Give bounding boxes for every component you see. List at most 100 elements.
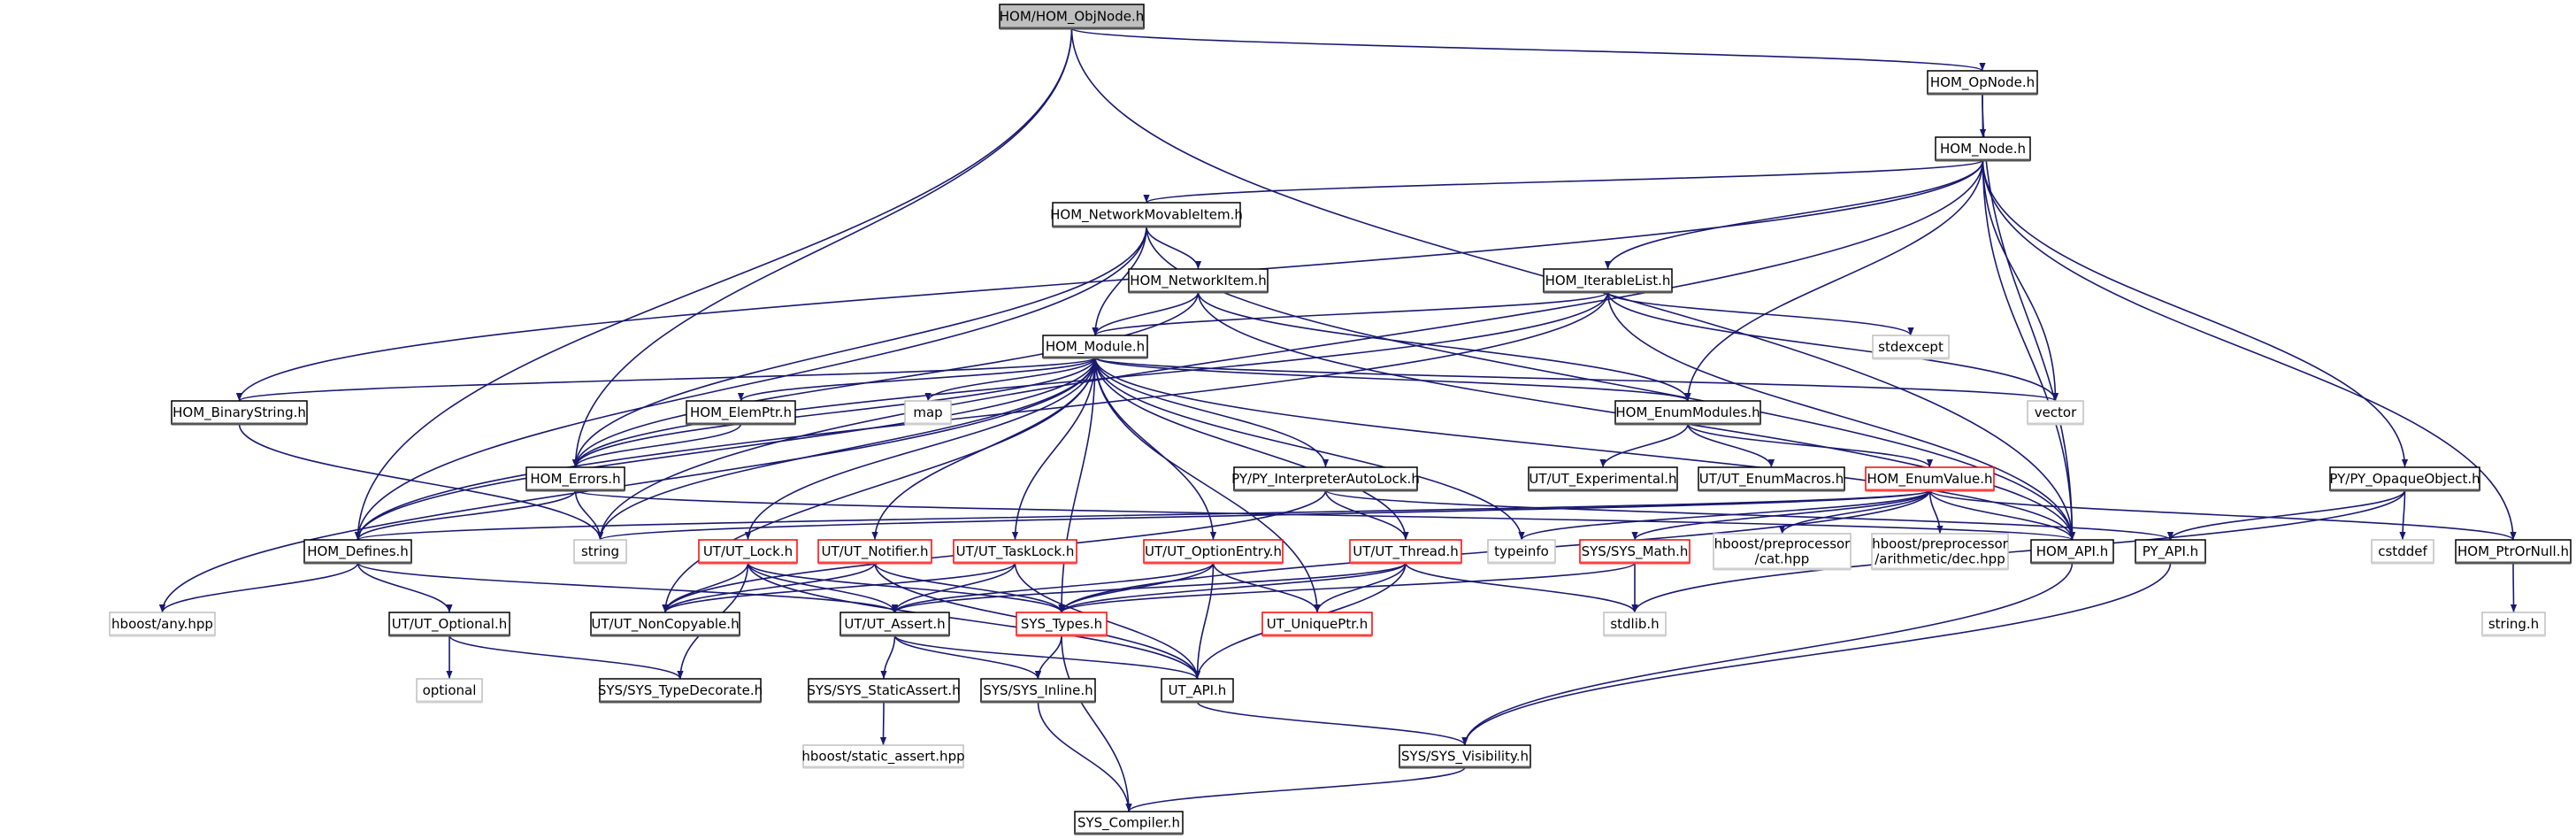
edge-module-to-systypes [1058, 357, 1096, 613]
node-string[interactable]: string [573, 539, 627, 565]
node-label: SYS/SYS_StaticAssert.h [807, 682, 960, 699]
edge-module-to-uniqueptr [1094, 357, 1321, 613]
node-assert[interactable]: UT/UT_Assert.h [840, 612, 950, 637]
node-objnode[interactable]: HOM/HOM_ObjNode.h [999, 4, 1145, 30]
node-stdlib[interactable]: stdlib.h [1603, 612, 1667, 637]
node-staticassert[interactable]: SYS/SYS_StaticAssert.h [807, 678, 961, 704]
node-binstr[interactable]: HOM_BinaryString.h [171, 400, 308, 426]
node-elemptr[interactable]: HOM_ElemPtr.h [686, 400, 796, 426]
node-netmov[interactable]: HOM_NetworkMovableItem.h [1050, 202, 1243, 228]
edge-errors-to-defines [354, 489, 577, 541]
node-systypes[interactable]: SYS_Types.h [1016, 612, 1108, 637]
node-label: SYS/SYS_Math.h [1582, 543, 1689, 560]
node-netitem[interactable]: HOM_NetworkItem.h [1128, 268, 1269, 294]
node-map[interactable]: map [904, 400, 952, 426]
node-defines[interactable]: HOM_Defines.h [303, 539, 412, 565]
node-uniqueptr[interactable]: UT_UniquePtr.h [1261, 612, 1373, 637]
node-enummacros[interactable]: UT/UT_EnumMacros.h [1698, 466, 1845, 492]
node-visibility[interactable]: SYS/SYS_Visibility.h [1399, 744, 1531, 769]
edge-iterable-to-vector [1606, 291, 2059, 402]
node-label-line: PY/PY_InterpreterAutoLock.h [1231, 471, 1420, 488]
node-box [953, 539, 1077, 564]
node-label: HOM_PtrOrNull.h [2457, 543, 2569, 560]
node-typeinfo[interactable]: typeinfo [1487, 539, 1556, 565]
edge-netitem-to-module [1092, 291, 1200, 336]
node-box [171, 400, 308, 425]
node-dec[interactable]: hboost/preprocessor/arithmetic/dec.hpp [1871, 533, 2009, 571]
edge-pyopaque-to-stdlib [1631, 489, 2406, 613]
node-vector[interactable]: vector [2027, 400, 2084, 426]
node-label: hboost/preprocessor/cat.hpp [1714, 536, 1852, 567]
node-tasklock[interactable]: UT/UT_TaskLock.h [953, 539, 1077, 565]
node-label-line: PY/PY_OpaqueObject.h [2329, 471, 2480, 488]
node-pyautolock[interactable]: PY/PY_InterpreterAutoLock.h [1231, 466, 1420, 492]
node-iterable[interactable]: HOM_IterableList.h [1543, 268, 1673, 294]
node-hbstatic[interactable]: hboost/static_assert.hpp [801, 744, 965, 769]
node-compiler[interactable]: SYS_Compiler.h [1074, 811, 1184, 835]
edge-iterable-to-homapi [1606, 291, 2076, 541]
node-enummod[interactable]: HOM_EnumModules.h [1614, 400, 1761, 426]
node-enumvalue[interactable]: HOM_EnumValue.h [1865, 466, 1995, 492]
edge-module-to-utlock [744, 357, 1096, 541]
edge-layer [158, 27, 2518, 812]
node-label: HOM_ElemPtr.h [690, 404, 792, 421]
node-label: optional [423, 682, 477, 698]
edge-module-to-pyautolock [1094, 357, 1330, 468]
node-stdexcept[interactable]: stdexcept [1872, 335, 1950, 360]
node-notifier[interactable]: UT/UT_Notifier.h [817, 539, 932, 565]
edge-node-to-netmov [1143, 159, 1984, 204]
node-experimental[interactable]: UT/UT_Experimental.h [1528, 466, 1678, 492]
edge-node-to-homapi [1982, 159, 2076, 541]
node-homapi[interactable]: HOM_API.h [2030, 539, 2114, 565]
node-label-line: HOM_BinaryString.h [172, 404, 306, 421]
node-box [1927, 70, 2038, 95]
edge-utlock-to-systypes [747, 562, 1065, 613]
node-ptrornull[interactable]: HOM_PtrOrNull.h [2455, 539, 2572, 565]
edge-staticassert-to-hbstatic [879, 701, 887, 746]
edge-optionentry-to-assert [892, 562, 1215, 613]
node-opnode[interactable]: HOM_OpNode.h [1927, 70, 2038, 96]
node-thread[interactable]: UT/UT_Thread.h [1349, 539, 1462, 565]
node-label-line: SYS/SYS_Inline.h [983, 682, 1092, 699]
node-label: HOM_BinaryString.h [172, 404, 306, 421]
node-optional[interactable]: optional [416, 678, 483, 704]
node-label-line: SYS_Types.h [1021, 616, 1102, 633]
edge-utlock-to-noncopy [662, 562, 749, 613]
node-box [1143, 539, 1284, 564]
edge-pyapi-to-visibility [1461, 562, 2172, 746]
node-any[interactable]: hboost/any.hpp [109, 612, 216, 637]
edge-module-to-vector [1094, 357, 2058, 402]
node-box [573, 539, 627, 564]
node-utapi[interactable]: UT_API.h [1161, 678, 1234, 704]
node-optionalh[interactable]: UT/UT_Optional.h [388, 612, 510, 637]
node-noncopy[interactable]: UT/UT_NonCopyable.h [590, 612, 740, 637]
node-pyapi[interactable]: PY_API.h [2135, 539, 2206, 565]
edge-iterable-to-errors [572, 291, 1609, 468]
edge-module-to-any [158, 357, 1096, 613]
node-box [416, 678, 483, 703]
node-node[interactable]: HOM_Node.h [1935, 136, 2031, 162]
node-inline[interactable]: SYS/SYS_Inline.h [980, 678, 1096, 704]
edge-node-to-ptrornull [1982, 159, 2517, 541]
node-errors[interactable]: HOM_Errors.h [525, 466, 625, 492]
node-optionentry[interactable]: UT/UT_OptionEntry.h [1143, 539, 1284, 565]
node-cstddef[interactable]: cstddef [2371, 539, 2434, 565]
node-box [1614, 400, 1761, 425]
node-label: cstddef [2378, 543, 2427, 559]
edge-opnode-to-homapi [1982, 93, 2076, 541]
edge-netmov-to-netitem [1146, 226, 1202, 270]
edge-node-to-binstr [236, 159, 1984, 402]
node-pyopaque[interactable]: PY/PY_OpaqueObject.h [2329, 466, 2480, 492]
node-cat[interactable]: hboost/preprocessor/cat.hpp [1713, 533, 1852, 571]
node-label: SYS_Types.h [1021, 616, 1102, 633]
node-typedecorate[interactable]: SYS/SYS_TypeDecorate.h [598, 678, 763, 704]
node-module[interactable]: HOM_Module.h [1042, 335, 1148, 359]
edge-thread-to-stdlib [1405, 562, 1638, 613]
node-utlock[interactable]: UT/UT_Lock.h [698, 539, 798, 565]
node-box [1128, 268, 1269, 293]
node-sysmath[interactable]: SYS/SYS_Math.h [1579, 539, 1690, 565]
node-label: HOM_Defines.h [307, 543, 409, 560]
node-label: HOM_Errors.h [530, 471, 620, 488]
node-stringh[interactable]: string.h [2481, 612, 2546, 637]
node-label: string.h [2488, 616, 2539, 632]
